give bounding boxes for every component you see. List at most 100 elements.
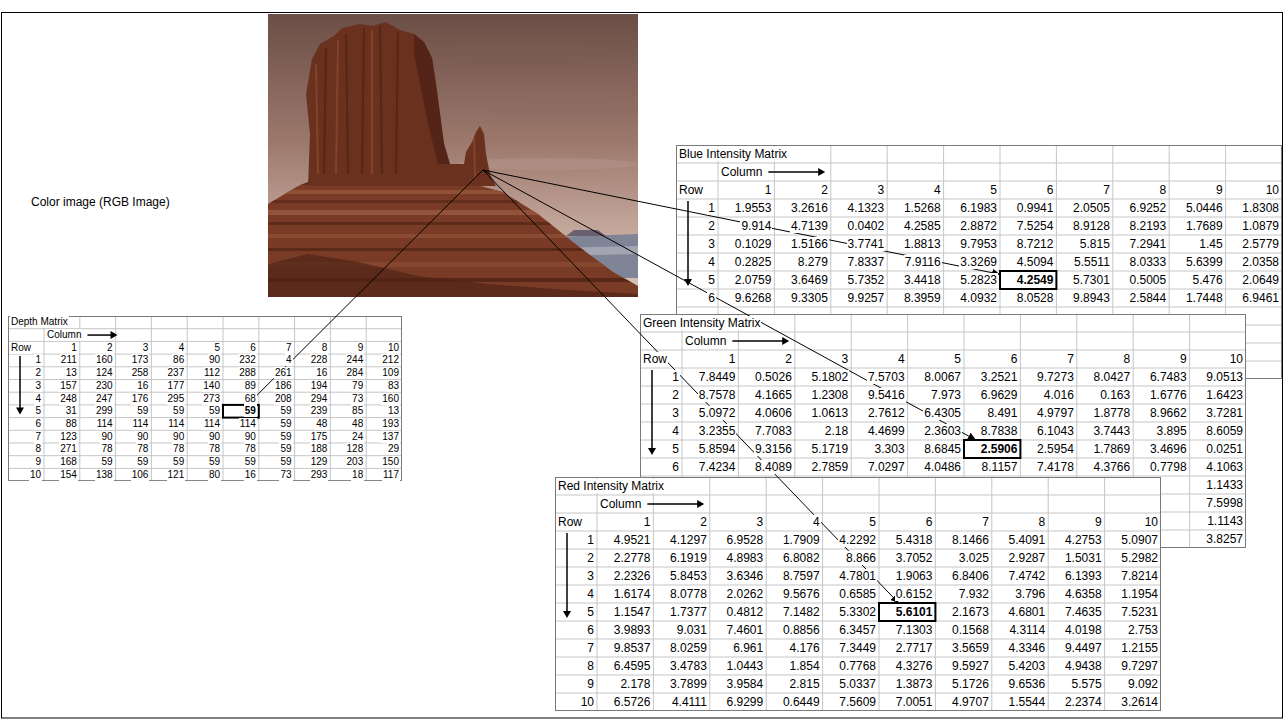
- table-cell: 90: [208, 431, 221, 443]
- table-cell: 7.1303: [895, 623, 934, 637]
- table-cell: 7.932: [958, 587, 990, 601]
- row-number: 4: [671, 424, 680, 438]
- table-cell: 114: [239, 418, 257, 430]
- table-cell: 59: [279, 456, 292, 468]
- stratum: [268, 222, 638, 225]
- table-cell: 0.5005: [1129, 273, 1168, 287]
- row-number: 2: [34, 367, 42, 379]
- table-cell: 8.7597: [782, 569, 821, 583]
- table-cell: 5.476: [1192, 273, 1224, 287]
- grid-line: [555, 693, 1161, 694]
- table-cell: 29: [387, 443, 400, 455]
- table-cell: 85: [351, 405, 364, 417]
- row-arrowhead: [563, 611, 571, 618]
- table-cell: 7.5254: [1016, 219, 1055, 233]
- table-cell: 2.18: [824, 424, 849, 438]
- table-cell: 8.9128: [1072, 219, 1111, 233]
- table-cell: 7.8449: [698, 370, 737, 384]
- column-number: 5: [989, 183, 998, 197]
- column-number: 8: [1159, 183, 1168, 197]
- column-arrowhead: [110, 331, 117, 339]
- row-number: 1: [34, 354, 42, 366]
- table-cell: 16: [244, 469, 257, 481]
- table-cell: 2.2326: [613, 569, 652, 583]
- grid-line: [555, 549, 1161, 550]
- table-cell: 3.4418: [903, 273, 942, 287]
- table-cell: 78: [208, 443, 221, 455]
- table-cell: 8.1157: [981, 460, 1019, 474]
- table-cell: 5.3302: [838, 605, 877, 619]
- table-cell: 6.9528: [726, 533, 765, 547]
- column-number: 10: [387, 342, 400, 354]
- streak: [362, 28, 364, 174]
- stratum: [268, 248, 638, 251]
- table-cell: 1.7869: [1093, 442, 1132, 456]
- streak: [346, 34, 348, 174]
- table-cell: 129: [310, 456, 329, 468]
- row-number: 2: [586, 551, 595, 565]
- table-cell: 2.5844: [1129, 291, 1168, 305]
- row-number: 8: [34, 443, 42, 455]
- table-cell: 160: [95, 354, 114, 366]
- table-cell: 4.176: [789, 641, 821, 655]
- table-cell: 5.6101: [895, 605, 934, 619]
- table-cell: 7.9116: [904, 255, 942, 269]
- streak: [324, 48, 326, 174]
- table-cell: 59: [279, 443, 292, 455]
- table-cell: 160: [381, 393, 400, 405]
- table-cell: 1.2308: [811, 388, 850, 402]
- column-number: 7: [285, 342, 293, 354]
- table-cell: 59: [136, 405, 149, 417]
- row-number: 5: [671, 442, 680, 456]
- table-cell: 4.3276: [895, 659, 934, 673]
- highlight-box: [1000, 271, 1056, 289]
- tower-highlights: [316, 30, 475, 179]
- row-number: 1: [671, 370, 680, 384]
- axis-label: Row: [678, 183, 704, 197]
- table-cell: 4.2753: [1064, 533, 1103, 547]
- table-cell: 112: [203, 367, 221, 379]
- table-cell: 3.025: [958, 551, 990, 565]
- table-cell: 6.4595: [613, 659, 652, 673]
- row-number: 6: [707, 291, 716, 305]
- row-number: 10: [580, 695, 595, 709]
- table-cell: 258: [131, 367, 150, 379]
- table-cell: 9.5927: [951, 659, 990, 673]
- table-cell: 138: [95, 469, 114, 481]
- table-cell: 128: [346, 443, 365, 455]
- table-border: [9, 317, 402, 481]
- table-cell: 237: [167, 367, 186, 379]
- table-cell: 5.0337: [838, 677, 877, 691]
- column-number: 5: [868, 515, 877, 529]
- column-number: 7: [1066, 352, 1075, 366]
- table-cell: 4.9797: [1036, 406, 1075, 420]
- grid-line: [676, 289, 1282, 290]
- table-cell: 9.7953: [959, 237, 998, 251]
- grid-line: [676, 163, 1282, 164]
- table-cell: 78: [172, 443, 185, 455]
- row-number: 4: [707, 255, 716, 269]
- axis-label: Column: [46, 329, 82, 341]
- table-cell: 13: [387, 405, 400, 417]
- table-cell: 9.3156: [754, 442, 793, 456]
- highlight: [474, 138, 475, 179]
- table-cell: 3.7899: [669, 677, 708, 691]
- table-cell: 3.8257: [1205, 532, 1244, 546]
- table-cell: 7.4234: [698, 460, 737, 474]
- table-cell: 9.6268: [734, 291, 773, 305]
- column-number: 8: [321, 342, 329, 354]
- table-cell: 3.9584: [726, 677, 765, 691]
- rgb-photo: [268, 14, 638, 297]
- grid-line: [223, 316, 224, 481]
- table-cell: 2.5906: [980, 442, 1019, 456]
- column-number: 9: [1179, 352, 1188, 366]
- table-cell: 8.9662: [1149, 406, 1188, 420]
- table-cell: 5.1802: [811, 370, 850, 384]
- table-cell: 5.0972: [698, 406, 737, 420]
- grid-line: [44, 316, 45, 481]
- table-cell: 1.8813: [903, 237, 942, 251]
- table-cell: 90: [172, 431, 185, 443]
- table-cell: 2.3603: [923, 424, 962, 438]
- grid-line: [653, 477, 654, 711]
- row-number: 5: [707, 273, 716, 287]
